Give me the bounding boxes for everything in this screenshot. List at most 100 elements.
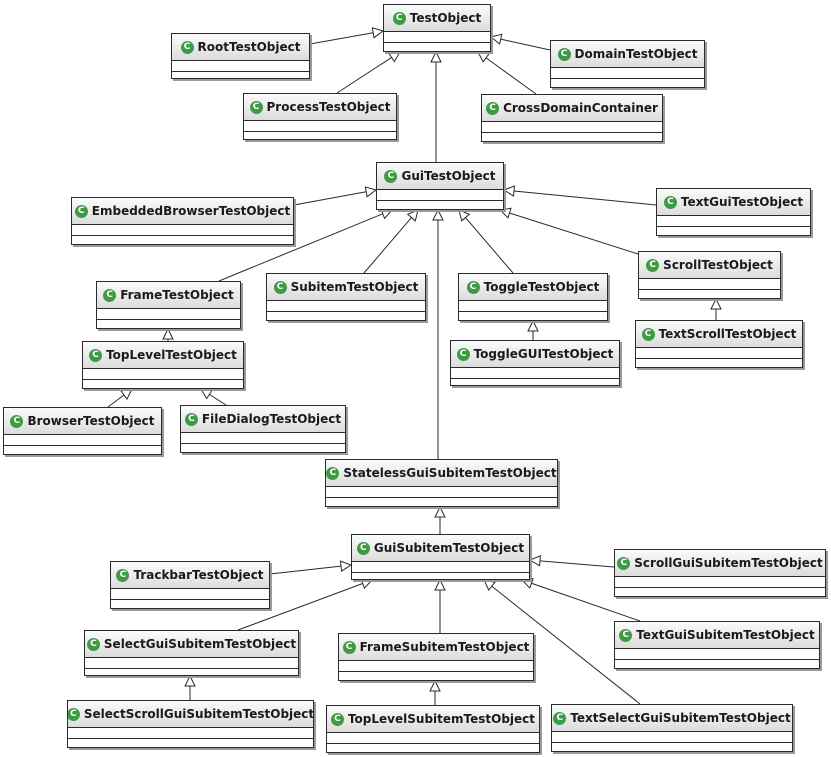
inheritance-arrowhead xyxy=(406,209,419,222)
inheritance-arrowhead xyxy=(371,27,385,39)
inheritance-arrowhead xyxy=(200,388,213,400)
inheritance-arrow xyxy=(710,297,722,320)
class-operations-section xyxy=(377,201,503,211)
inheritance-line xyxy=(531,582,641,622)
inheritance-line xyxy=(107,394,125,408)
class-attributes-section xyxy=(111,589,269,600)
class-name: GuiSubitemTestObject xyxy=(373,541,525,555)
class-attributes-section xyxy=(83,369,243,380)
class-name: TopLevelTestObject xyxy=(106,348,237,362)
class-name: TextGuiTestObject xyxy=(680,195,804,209)
class-attributes-section xyxy=(384,32,490,43)
class-name: ScrollGuiSubitemTestObject xyxy=(634,556,823,570)
class-operations-section xyxy=(657,227,810,237)
class-attributes-section xyxy=(327,733,539,744)
class-attributes-section xyxy=(85,658,298,669)
class-c-icon: C xyxy=(342,640,356,654)
class-c-icon: C xyxy=(646,258,660,272)
class-name: ProcessTestObject xyxy=(266,100,391,114)
inheritance-line xyxy=(218,213,383,282)
class-operations-section xyxy=(482,133,662,143)
class-name: ScrollTestObject xyxy=(663,258,773,272)
class-name: BrowserTestObject xyxy=(27,414,155,428)
class-attributes-section xyxy=(657,216,810,227)
inheritance-arrow xyxy=(293,186,378,206)
inheritance-arrow xyxy=(434,505,446,534)
inheritance-arrow xyxy=(430,50,442,162)
inheritance-line xyxy=(513,190,657,206)
class-name: FrameSubitemTestObject xyxy=(359,640,530,654)
class-attributes-section xyxy=(352,562,529,573)
inheritance-arrow xyxy=(477,51,537,95)
inheritance-arrow xyxy=(309,27,385,45)
inheritance-line xyxy=(209,393,227,406)
inheritance-arrowhead xyxy=(162,327,174,340)
class-name: FileDialogTestObject xyxy=(201,412,342,426)
class-operations-section xyxy=(352,573,529,583)
inheritance-arrow xyxy=(200,388,227,406)
class-operations-section xyxy=(85,669,298,679)
inheritance-arrowhead xyxy=(388,51,401,63)
class-operations-section xyxy=(4,446,161,456)
class-operations-section xyxy=(111,600,269,610)
class-operations-section xyxy=(339,672,533,682)
class-operations-section xyxy=(552,743,792,753)
class-operations-section xyxy=(327,744,539,754)
inheritance-line xyxy=(363,217,412,274)
inheritance-line xyxy=(465,217,514,274)
class-name: FrameTestObject xyxy=(120,288,234,302)
inheritance-line xyxy=(269,565,342,575)
class-name: ToggleTestObject xyxy=(483,280,600,294)
class-attributes-section xyxy=(482,122,662,133)
class-operations-section xyxy=(459,312,607,322)
class-c-icon: C xyxy=(10,414,24,428)
inheritance-arrowhead xyxy=(429,679,441,692)
class-attributes-section xyxy=(459,301,607,312)
class-attributes-section xyxy=(552,732,792,743)
class-name: TextGuiSubitemTestObject xyxy=(636,628,815,642)
inheritance-arrowhead xyxy=(120,388,133,400)
inheritance-arrow xyxy=(184,674,196,700)
class-c-icon: C xyxy=(103,288,117,302)
class-operations-section xyxy=(615,588,825,598)
class-c-icon: C xyxy=(619,628,633,642)
class-operations-section xyxy=(615,660,819,670)
